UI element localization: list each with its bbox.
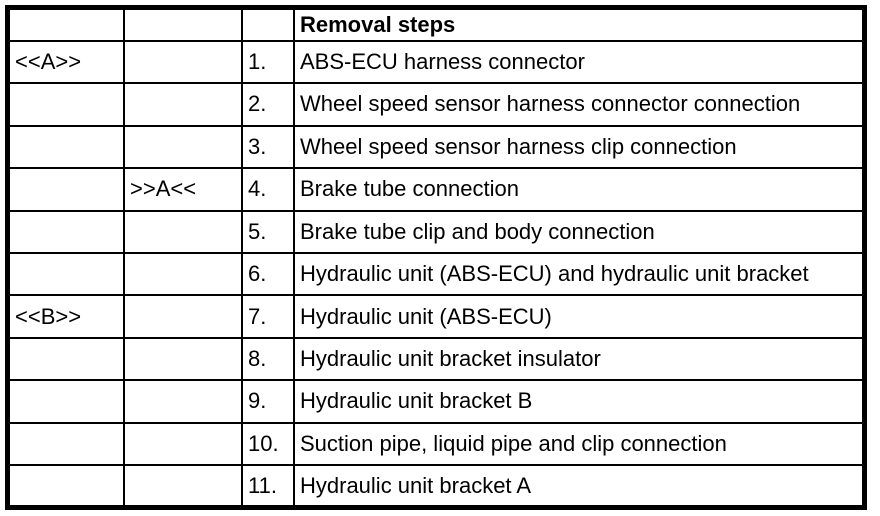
symbol-cell: <<B>> (6, 294, 125, 339)
symbol-cell (6, 464, 125, 509)
step-number-cell: 11. (241, 464, 295, 509)
removal-steps-table: Removal steps <<A>> 1. ABS-ECU harness c… (5, 5, 867, 510)
step-number-cell: 4. (241, 167, 295, 212)
step-number-cell: 7. (241, 294, 295, 339)
symbol-cell: <<A>> (6, 39, 125, 85)
table-row: <<A>> 1. ABS-ECU harness connector (6, 39, 866, 85)
header-symbol-cell (6, 6, 125, 42)
table-row: 8. Hydraulic unit bracket insulator (6, 336, 866, 382)
header-number-cell (241, 6, 295, 42)
method-cell (123, 209, 243, 254)
step-number-cell: 8. (241, 336, 295, 382)
step-number-cell: 3. (241, 124, 295, 170)
step-text-cell: Brake tube clip and body connection (293, 209, 866, 254)
step-number-cell: 5. (241, 209, 295, 254)
symbol-cell (6, 251, 125, 297)
table-row: 11. Hydraulic unit bracket A (6, 464, 866, 509)
method-cell (123, 294, 243, 339)
symbol-cell (6, 167, 125, 212)
step-number-cell: 9. (241, 379, 295, 424)
method-cell (123, 336, 243, 382)
step-text-cell: Brake tube connection (293, 167, 866, 212)
step-text-cell: Wheel speed sensor harness clip connecti… (293, 124, 866, 170)
method-cell (123, 464, 243, 509)
table-row: >>A<< 4. Brake tube connection (6, 167, 866, 212)
symbol-cell (6, 124, 125, 170)
step-number-cell: 6. (241, 251, 295, 297)
table-row: 2. Wheel speed sensor harness connector … (6, 82, 866, 127)
header-row: Removal steps (6, 6, 866, 42)
step-text-cell: Hydraulic unit bracket insulator (293, 336, 866, 382)
table-row: 10. Suction pipe, liquid pipe and clip c… (6, 421, 866, 467)
step-text-cell: Hydraulic unit (ABS-ECU) (293, 294, 866, 339)
symbol-cell (6, 379, 125, 424)
step-text-cell: Hydraulic unit bracket A (293, 464, 866, 509)
table-row: 9. Hydraulic unit bracket B (6, 379, 866, 424)
method-cell (123, 379, 243, 424)
method-cell (123, 82, 243, 127)
step-text-cell: Suction pipe, liquid pipe and clip conne… (293, 421, 866, 467)
step-text-cell: Hydraulic unit (ABS-ECU) and hydraulic u… (293, 251, 866, 297)
method-cell (123, 421, 243, 467)
step-number-cell: 10. (241, 421, 295, 467)
step-text-cell: ABS-ECU harness connector (293, 39, 866, 85)
table-row: 6. Hydraulic unit (ABS-ECU) and hydrauli… (6, 251, 866, 297)
step-number-cell: 2. (241, 82, 295, 127)
method-cell: >>A<< (123, 167, 243, 212)
table-row: <<B>> 7. Hydraulic unit (ABS-ECU) (6, 294, 866, 339)
header-method-cell (123, 6, 243, 42)
symbol-cell (6, 336, 125, 382)
step-number-cell: 1. (241, 39, 295, 85)
symbol-cell (6, 421, 125, 467)
table-row: 5. Brake tube clip and body connection (6, 209, 866, 254)
step-text-cell: Wheel speed sensor harness connector con… (293, 82, 866, 127)
method-cell (123, 124, 243, 170)
symbol-cell (6, 82, 125, 127)
step-text-cell: Hydraulic unit bracket B (293, 379, 866, 424)
symbol-cell (6, 209, 125, 254)
method-cell (123, 39, 243, 85)
method-cell (123, 251, 243, 297)
header-title-cell: Removal steps (293, 6, 866, 42)
table-row: 3. Wheel speed sensor harness clip conne… (6, 124, 866, 170)
